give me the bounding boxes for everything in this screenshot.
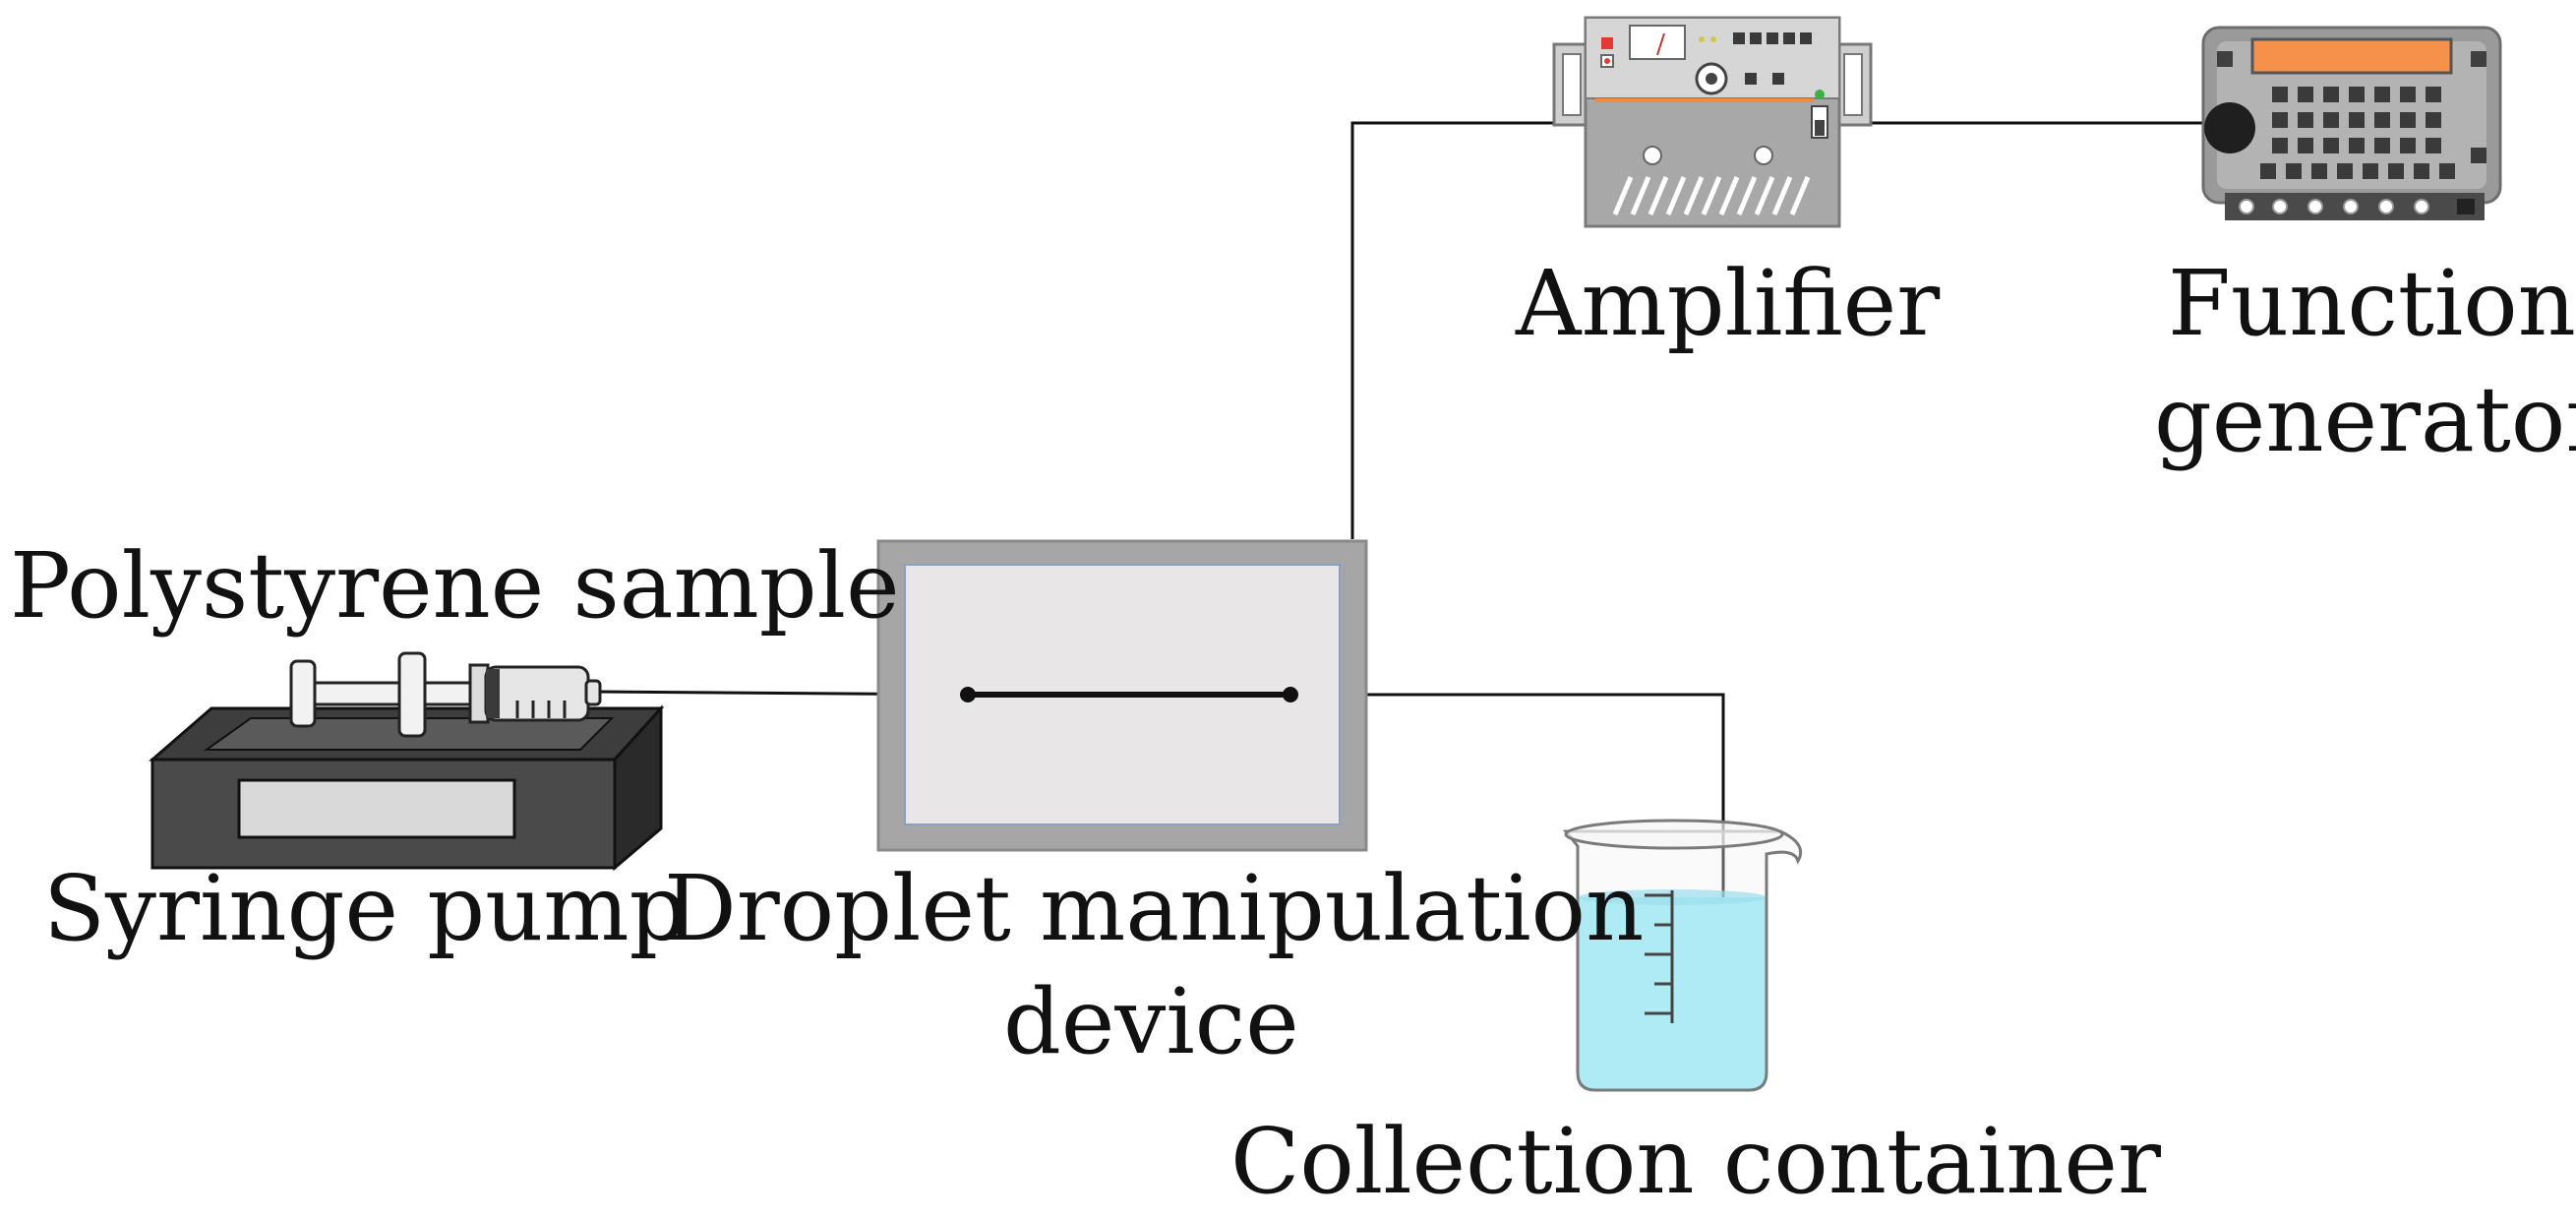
function-generator-icon — [2201, 26, 2502, 220]
function-generator-label-line1: Function — [2168, 251, 2576, 356]
syringe-pump-label: Syringe pump — [43, 856, 688, 961]
polystyrene-sample-label: Polystyrene sample — [10, 533, 900, 639]
collection-container-label: Collection container — [1230, 1109, 2161, 1214]
droplet-device-label-line1: Droplet manipulation — [664, 856, 1644, 961]
droplet-manipulation-device-icon — [876, 539, 1368, 852]
syringe-icon — [289, 651, 602, 738]
amplifier-label: Amplifier — [1515, 251, 1940, 356]
droplet-device-label-line2: device — [1003, 969, 1299, 1074]
wire-amplifier-to-device — [1350, 121, 1554, 539]
function-generator-label-line2: generator — [2154, 367, 2576, 472]
beaker-icon — [1562, 819, 1803, 1092]
amplifier-icon — [1552, 16, 1873, 228]
